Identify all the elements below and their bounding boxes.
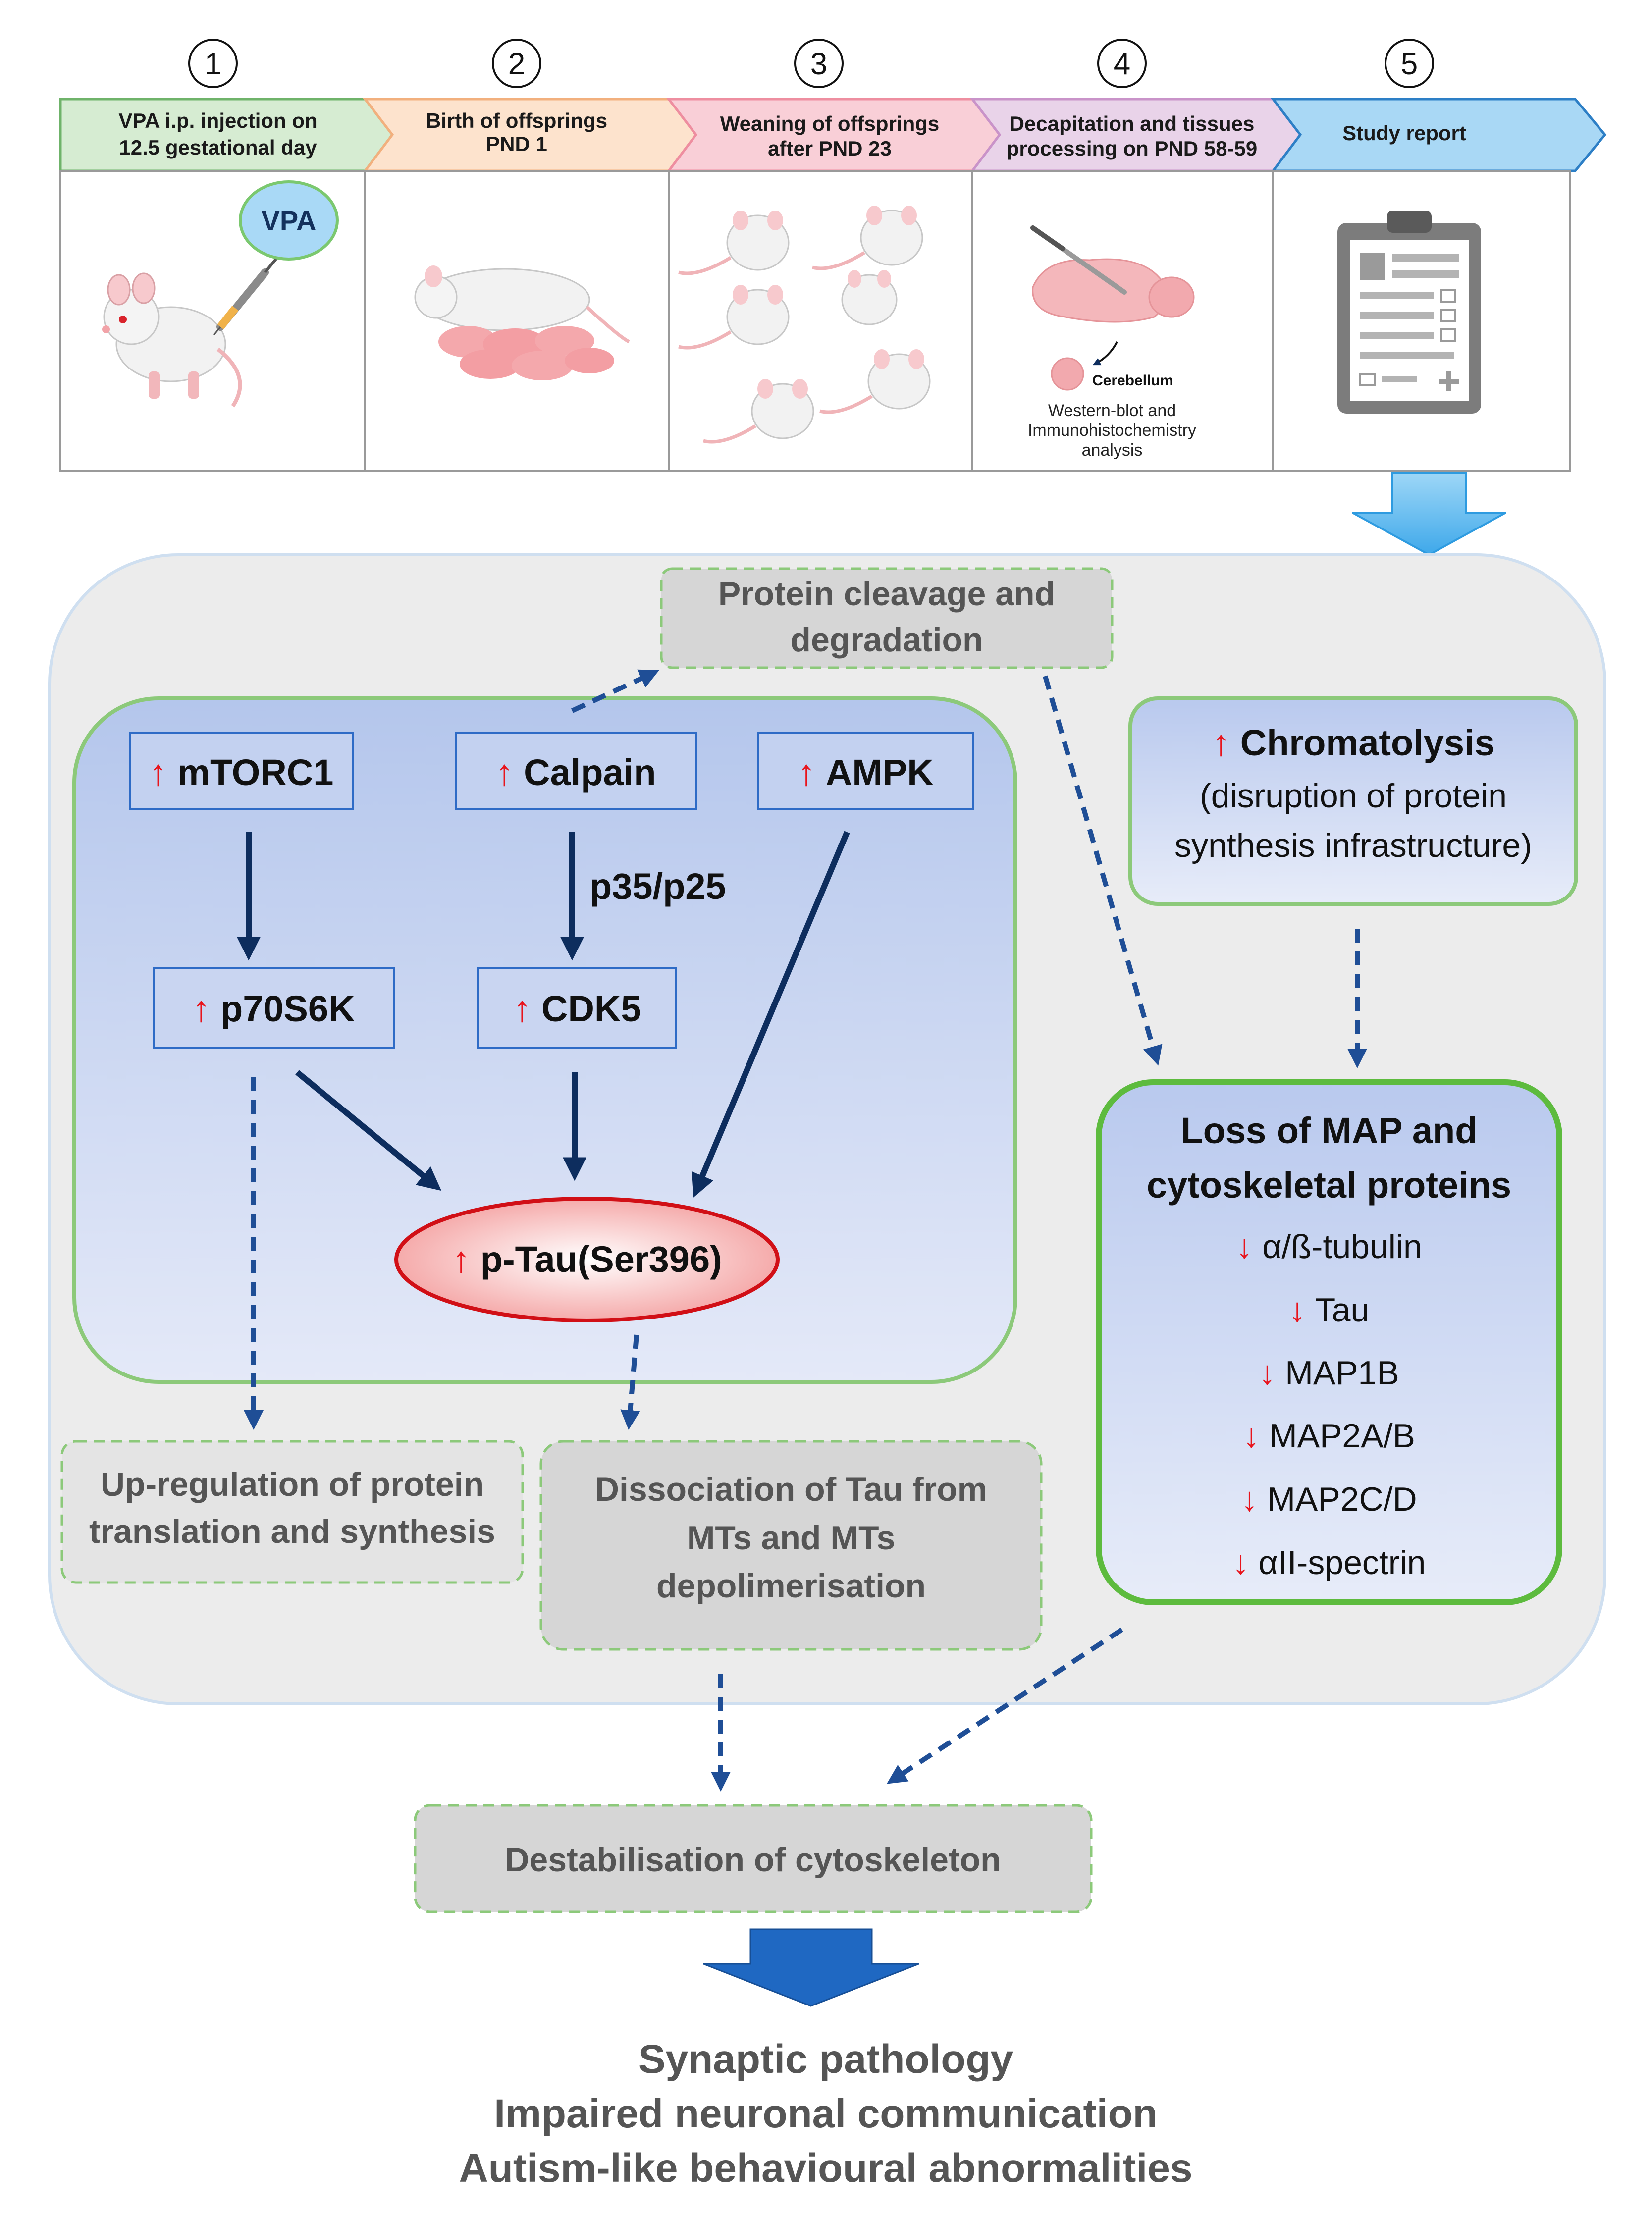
map-item-5: MAP2C/D	[1267, 1480, 1417, 1518]
svg-text:↑ p70S6K: ↑ p70S6K	[192, 988, 355, 1029]
protein-cleavage-box: Protein cleavage and degradation	[660, 567, 1114, 669]
svg-text:↑ mTORC1: ↑ mTORC1	[149, 752, 334, 793]
brain-dissection-icon: Cerebellum Western-blot and Immunohistoc…	[1028, 225, 1196, 460]
step-header-5	[1270, 98, 1607, 172]
svg-text:1: 1	[205, 47, 221, 81]
mtorc1-node: ↑ mTORC1	[129, 732, 354, 810]
step-label-5: Study report	[1342, 121, 1466, 145]
cdk5-node: ↑ CDK5	[477, 967, 677, 1049]
step-number-4: 4	[1097, 39, 1147, 88]
svg-text:2: 2	[508, 47, 525, 81]
map-item-1: α/ß-tubulin	[1262, 1228, 1422, 1266]
signaling-arrows	[237, 831, 850, 1198]
upregulation-box: Up-regulation of protein translation and…	[60, 1440, 524, 1584]
svg-text:↓ α/ß-tubulin: ↓ α/ß-tubulin	[1236, 1228, 1422, 1266]
outcome-2: Impaired neuronal communication	[494, 2091, 1158, 2136]
timeline: 1 2 3 4 5 VPA i.p. injection on 12.5 ges…	[59, 39, 1607, 472]
svg-text:degradation: degradation	[790, 621, 983, 659]
ptau-node: ↑ p-Tau(Ser396)	[394, 1197, 780, 1322]
svg-text:VPA: VPA	[262, 205, 317, 236]
step-number-3: 3	[794, 39, 844, 88]
svg-text:↑ Chromatolysis: ↑ Chromatolysis	[1212, 722, 1495, 763]
step-label-3b: after PND 23	[768, 137, 892, 160]
cerebellum-label: Cerebellum	[1092, 372, 1173, 389]
map-item-4: MAP2A/B	[1269, 1417, 1415, 1455]
step-number-1: 1	[188, 39, 238, 88]
svg-text:Dissociation of Tau from: Dissociation of Tau from	[595, 1471, 987, 1508]
svg-text:Loss of MAP and: Loss of MAP and	[1181, 1110, 1478, 1151]
svg-text:4: 4	[1114, 47, 1130, 81]
step-label-4b: processing on PND 58-59	[1007, 137, 1257, 160]
step-number-2: 2	[492, 39, 541, 88]
map-loss-box: Loss of MAP and cytoskeletal proteins ↓ …	[1096, 1079, 1562, 1605]
outcome-3: Autism-like behavioural abnormalities	[459, 2146, 1193, 2191]
svg-text:5: 5	[1401, 47, 1418, 81]
svg-text:↓ Tau: ↓ Tau	[1289, 1291, 1370, 1329]
svg-text:↑ AMPK: ↑ AMPK	[797, 752, 933, 793]
analysis-line-2: Immunohistochemistry	[1028, 421, 1196, 440]
step-number-5: 5	[1385, 39, 1434, 88]
svg-text:MTs and MTs: MTs and MTs	[687, 1519, 896, 1557]
mouse-injection-icon	[102, 258, 278, 408]
svg-text:depolimerisation: depolimerisation	[656, 1567, 926, 1605]
outcome-arrow	[703, 1928, 919, 2007]
clipboard-report-icon	[1337, 211, 1481, 414]
svg-text:↓ MAP1B: ↓ MAP1B	[1259, 1354, 1399, 1392]
svg-text:↑ CDK5: ↑ CDK5	[513, 988, 641, 1029]
dissociation-box: Dissociation of Tau from MTs and MTs dep…	[539, 1440, 1043, 1651]
svg-text:Up-regulation of protein: Up-regulation of protein	[101, 1466, 484, 1503]
step-label-1a: VPA i.p. injection on	[118, 109, 317, 132]
vpa-bubble: VPA	[239, 180, 339, 261]
dashed-arrows	[244, 669, 1367, 1792]
svg-text:synthesis infrastructure): synthesis infrastructure)	[1174, 827, 1532, 864]
svg-text:↑ p-Tau(Ser396): ↑ p-Tau(Ser396)	[452, 1239, 722, 1280]
map-item-2: Tau	[1315, 1291, 1370, 1329]
outcome-1: Synaptic pathology	[639, 2037, 1013, 2082]
step-label-2b: PND 1	[486, 132, 547, 156]
analysis-line-3: analysis	[1082, 441, 1143, 460]
step-label-1b: 12.5 gestational day	[119, 136, 317, 159]
step-label-4a: Decapitation and tissues	[1010, 112, 1255, 135]
svg-text:Destabilisation of cytoskeleto: Destabilisation of cytoskeleton	[505, 1841, 1001, 1879]
svg-text:3: 3	[810, 47, 827, 81]
weaned-rats-icon	[678, 206, 931, 444]
svg-text:Protein cleavage and: Protein cleavage and	[718, 575, 1055, 613]
mother-and-pups-icon	[414, 265, 630, 380]
map-item-6: αII-spectrin	[1259, 1544, 1426, 1582]
p35-p25-label: p35/p25	[589, 866, 726, 907]
svg-text:↑ Calpain: ↑ Calpain	[495, 752, 656, 793]
analysis-line-1: Western-blot and	[1048, 401, 1176, 420]
calpain-node: ↑ Calpain	[455, 732, 697, 810]
p70s6k-node: ↑ p70S6K	[153, 967, 395, 1049]
chromatolysis-box: ↑ Chromatolysis (disruption of protein s…	[1128, 696, 1578, 906]
svg-text:↓ MAP2C/D: ↓ MAP2C/D	[1241, 1480, 1417, 1518]
svg-text:translation and synthesis: translation and synthesis	[89, 1513, 495, 1550]
svg-text:↓ MAP2A/B: ↓ MAP2A/B	[1243, 1417, 1415, 1455]
step-label-2a: Birth of offsprings	[426, 109, 607, 132]
timeline-to-mechanism-arrow	[1352, 472, 1506, 556]
svg-text:↓ αII-spectrin: ↓ αII-spectrin	[1232, 1544, 1426, 1582]
step-label-3a: Weaning of offsprings	[720, 112, 940, 135]
ampk-node: ↑ AMPK	[757, 732, 974, 810]
svg-text:cytoskeletal proteins: cytoskeletal proteins	[1147, 1164, 1511, 1206]
destabilisation-box: Destabilisation of cytoskeleton	[414, 1804, 1093, 1913]
svg-text:(disruption of protein: (disruption of protein	[1200, 777, 1507, 815]
map-item-3: MAP1B	[1285, 1354, 1399, 1392]
